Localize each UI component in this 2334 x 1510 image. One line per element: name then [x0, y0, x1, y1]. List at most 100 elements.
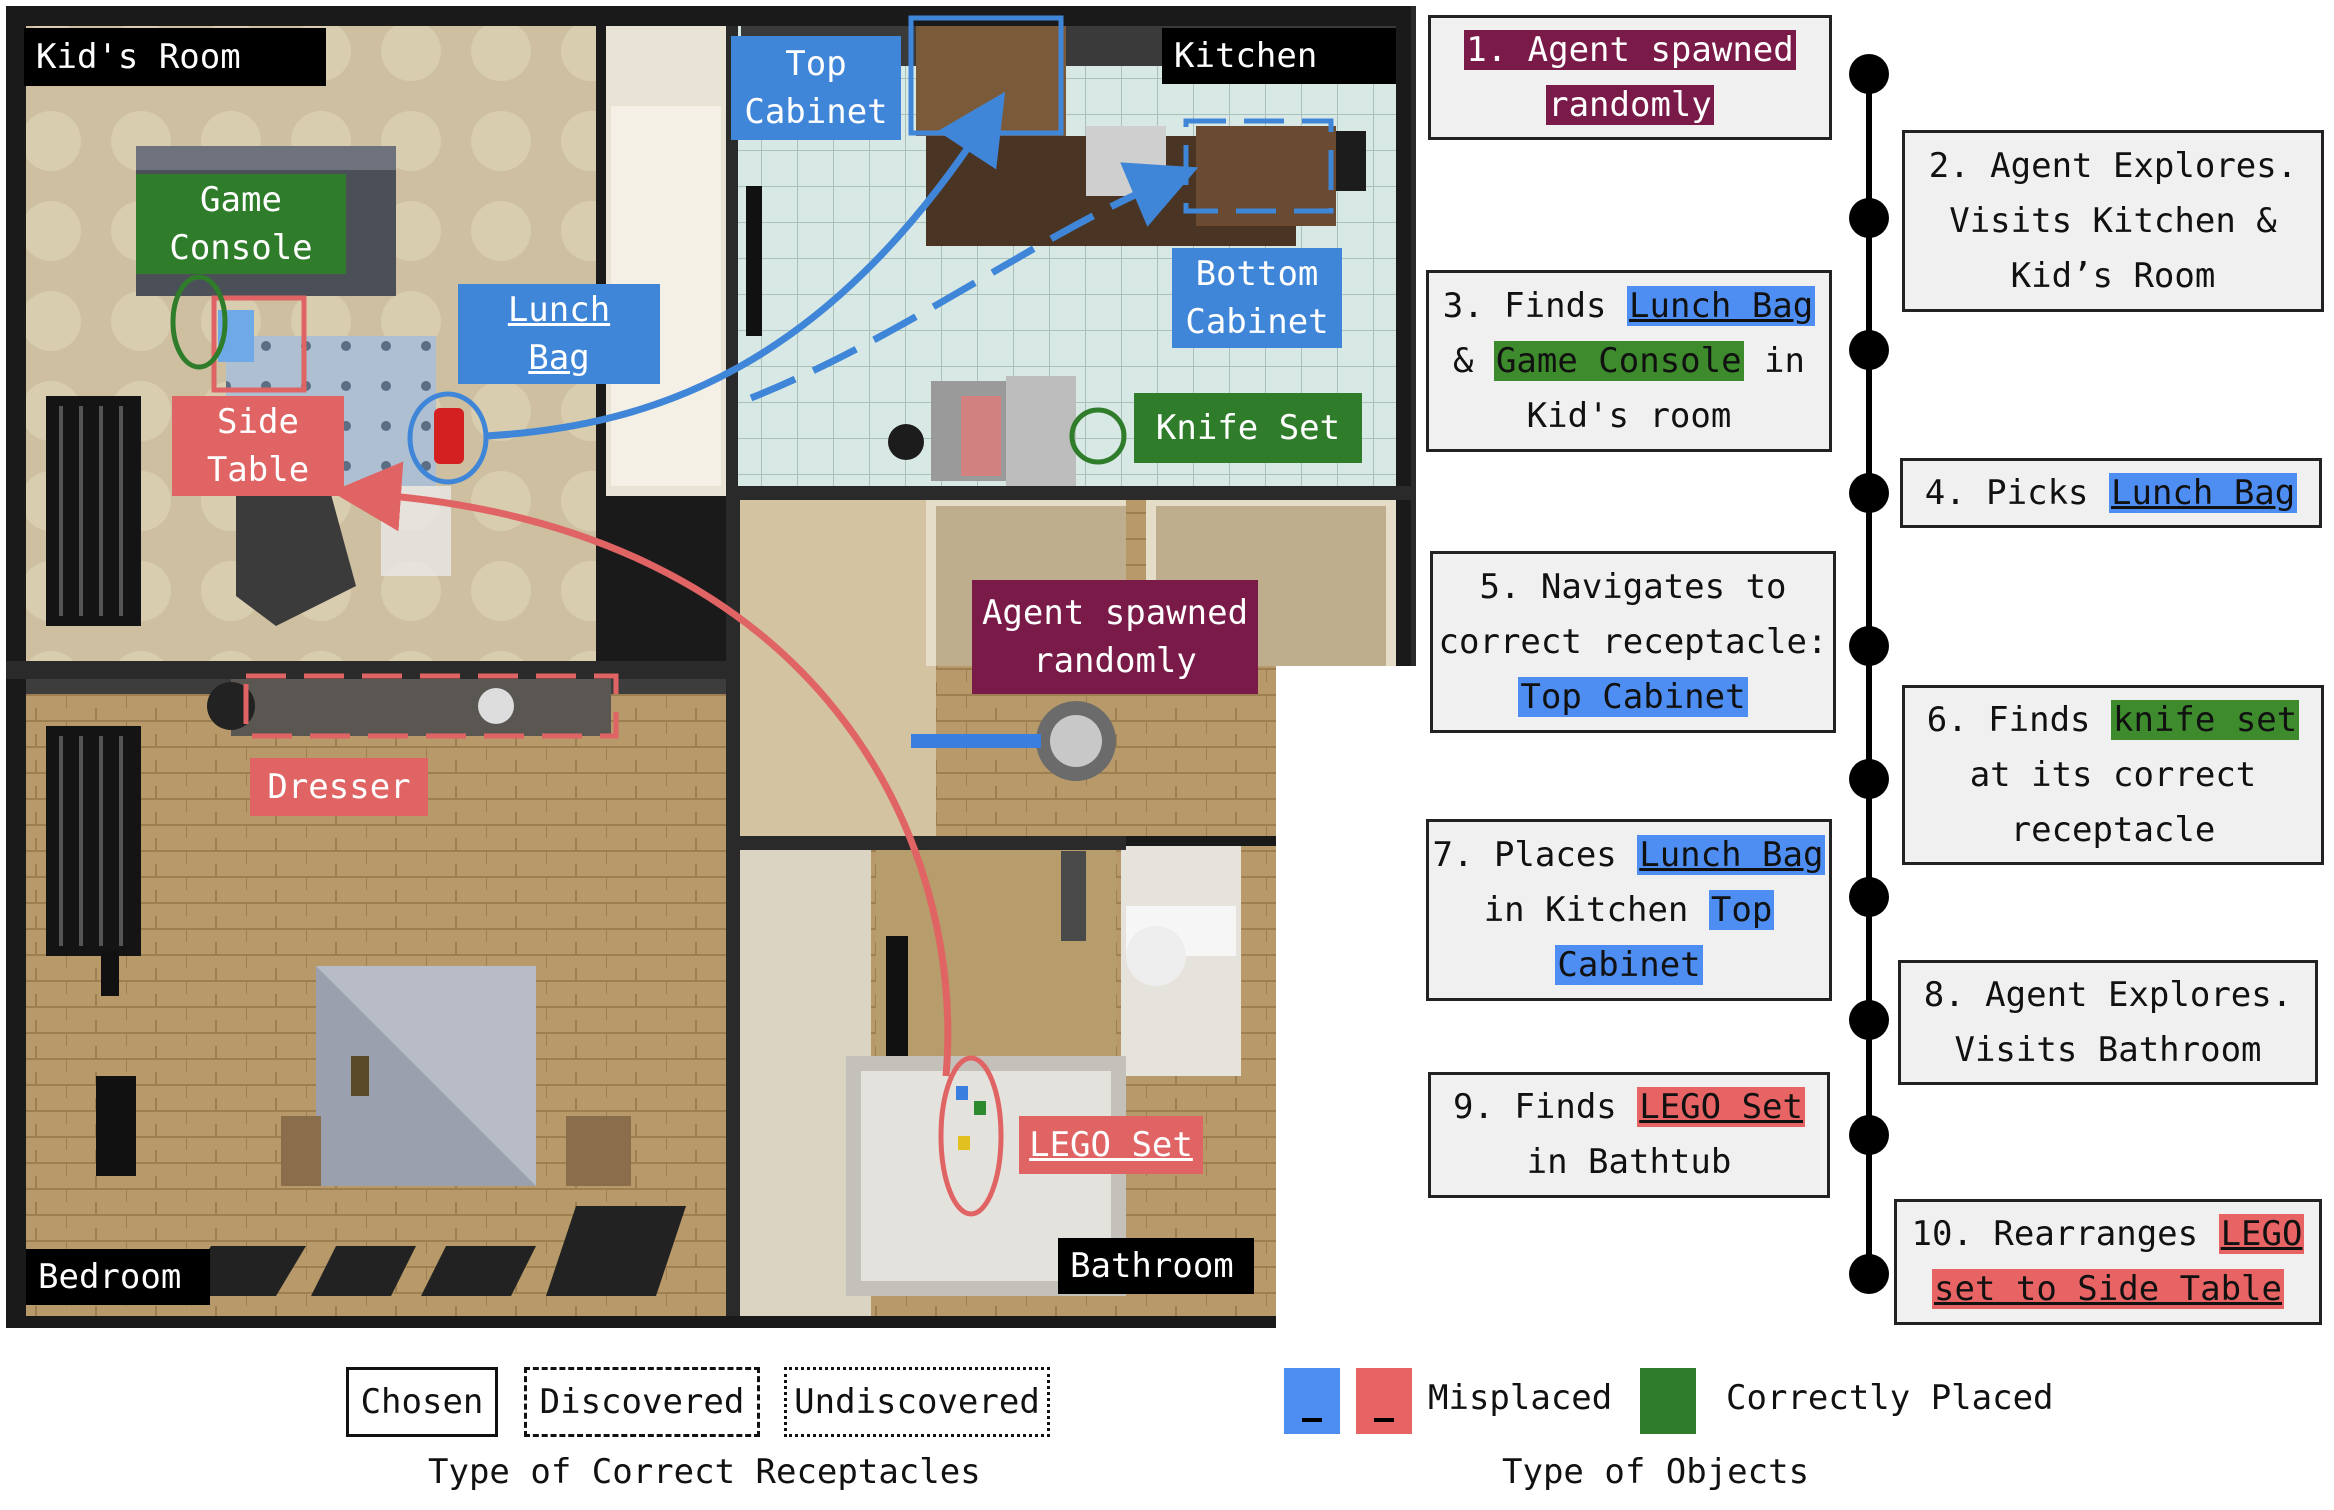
step-text: 8. Agent Explores.: [1923, 974, 2293, 1015]
step-line: in Bathtub: [1527, 1135, 1732, 1190]
label-bottom-cabinet: Bottom Cabinet: [1172, 248, 1342, 348]
timeline-dot: [1849, 198, 1889, 238]
legend-misplaced-label: Misplaced: [1428, 1378, 1613, 1418]
room-label-kitchen: Kitchen: [1162, 28, 1396, 84]
step-line: Kid’s Room: [2011, 249, 2216, 304]
timeline-dot: [1849, 54, 1889, 94]
step-line: Visits Kitchen &: [1949, 194, 2277, 249]
legend-receptacles-caption: Type of Correct Receptacles: [428, 1452, 981, 1492]
step-line: 2. Agent Explores.: [1929, 139, 2297, 194]
step-line: Visits Bathroom: [1954, 1023, 2261, 1078]
timeline-dot: [1849, 1000, 1889, 1040]
step-highlight: Top: [1708, 889, 1775, 930]
step-line: 5. Navigates to: [1479, 560, 1786, 615]
legend-undiscovered-box: Undiscovered: [784, 1367, 1050, 1437]
timeline-dot: [1849, 877, 1889, 917]
timeline-dot: [1849, 330, 1889, 370]
step-line: randomly: [1546, 78, 1714, 133]
step-text: 2. Agent Explores.: [1928, 145, 2298, 186]
step-highlight: knife set: [2111, 699, 2300, 740]
step-line: at its correct: [1970, 748, 2257, 803]
step-text: Visits Bathroom: [1954, 1029, 2262, 1070]
step-line: 8. Agent Explores.: [1924, 968, 2292, 1023]
step-9: 9. Finds LEGO Set in Bathtub: [1428, 1072, 1830, 1198]
step-line: & Game Console in: [1453, 334, 1805, 389]
step-highlight: set to Side Table: [1932, 1269, 2284, 1309]
knife-set-circle: [1069, 407, 1127, 465]
label-knife-set: Knife Set: [1134, 393, 1362, 463]
timeline-dot: [1849, 759, 1889, 799]
step-text: &: [1452, 340, 1494, 381]
lego-set-circle: [938, 1055, 1004, 1217]
legend-objects-caption: Type of Objects: [1502, 1452, 1810, 1492]
step-highlight: Lunch Bag: [2109, 472, 2298, 513]
step-text: 4. Picks: [1924, 472, 2109, 513]
kids-chair: [236, 476, 356, 626]
path-dashed-to-bottom-cabinet: [749, 162, 1199, 402]
step-text: 3. Finds: [1442, 285, 1627, 326]
step-line: Kid's room: [1527, 389, 1732, 444]
timeline-dot: [1849, 473, 1889, 513]
label-side-table: Side Table: [172, 396, 344, 496]
step-highlight: Top Cabinet: [1518, 676, 1748, 717]
step-6: 6. Finds knife set at its correct receptac…: [1902, 685, 2324, 865]
floor-plan: Kid's Room Kitchen Bedroom Bathroom Top …: [6, 6, 1416, 1328]
legend-swatch-red: [1356, 1368, 1412, 1434]
side-table-outline: [211, 295, 307, 393]
step-highlight: 1. Agent spawned: [1464, 29, 1796, 70]
step-text: Kid’s Room: [2010, 255, 2216, 296]
step-line: 3. Finds Lunch Bag: [1442, 279, 1816, 334]
step-text: 7. Places: [1432, 834, 1638, 875]
step-highlight: randomly: [1546, 84, 1714, 125]
legend-undiscovered-label: Undiscovered: [794, 1382, 1040, 1422]
legend-chosen-box: Chosen: [346, 1367, 498, 1437]
step-8: 8. Agent Explores. Visits Bathroom: [1898, 960, 2318, 1085]
legend-discovered-label: Discovered: [539, 1382, 745, 1422]
path-lunch-bag-to-top-cabinet: [485, 91, 1006, 440]
step-highlight: Lunch Bag: [1627, 285, 1816, 326]
step-text: Visits Kitchen &: [1949, 200, 2277, 241]
step-text: Kid's room: [1526, 395, 1732, 436]
game-console-circle: [170, 274, 228, 370]
legend-chosen-label: Chosen: [360, 1382, 484, 1422]
step-highlight: Game Console: [1493, 340, 1744, 381]
step-line: 7. Places Lunch Bag: [1433, 828, 1826, 883]
kitchen-top-cabinet: [916, 26, 1066, 136]
step-line: Cabinet: [1555, 938, 1703, 993]
step-line: Top Cabinet: [1518, 670, 1748, 725]
step-text: in Bathtub: [1526, 1142, 1732, 1182]
step-highlight: Cabinet: [1555, 944, 1703, 985]
legend-discovered-box: Discovered: [524, 1367, 760, 1437]
step-line: 10. Rearranges LEGO: [1912, 1207, 2305, 1262]
legend-swatch-green: [1640, 1368, 1696, 1434]
step-text: 6. Finds: [1926, 699, 2111, 740]
step-10: 10. Rearranges LEGO set to Side Table: [1894, 1199, 2322, 1325]
step-line: receptacle: [2011, 803, 2216, 858]
step-highlight: Lunch Bag: [1637, 834, 1826, 875]
step-text: 9. Finds: [1453, 1087, 1638, 1127]
step-highlight: LEGO Set: [1637, 1087, 1805, 1127]
step-text: in Kitchen: [1483, 889, 1709, 930]
step-1: 1. Agent spawned randomly: [1428, 15, 1832, 140]
label-agent-spawned: Agent spawned randomly: [972, 580, 1258, 694]
step-text: receptacle: [2010, 809, 2216, 850]
step-text: 5. Navigates to: [1479, 566, 1787, 607]
timeline-dot: [1849, 1254, 1889, 1294]
step-2: 2. Agent Explores. Visits Kitchen & Kid’s …: [1902, 130, 2324, 312]
legend-swatch-blue: [1284, 1368, 1340, 1434]
step-line: in Kitchen Top: [1484, 883, 1775, 938]
step-line: 1. Agent spawned: [1464, 23, 1796, 78]
label-lego-set: LEGO Set: [1019, 1116, 1203, 1174]
step-text: at its correct: [1969, 754, 2257, 795]
dresser-outline: [243, 673, 619, 739]
step-line: 9. Finds LEGO Set: [1453, 1080, 1805, 1135]
lunch-bag-circle: [407, 391, 489, 485]
step-highlight: LEGO: [2218, 1214, 2305, 1254]
label-lunch-bag: Lunch Bag: [458, 284, 660, 384]
path-lego-to-side-table: [331, 461, 952, 1077]
room-label-bedroom: Bedroom: [26, 1249, 210, 1305]
step-4: 4. Picks Lunch Bag: [1900, 458, 2322, 528]
label-top-cabinet: Top Cabinet: [731, 36, 901, 140]
